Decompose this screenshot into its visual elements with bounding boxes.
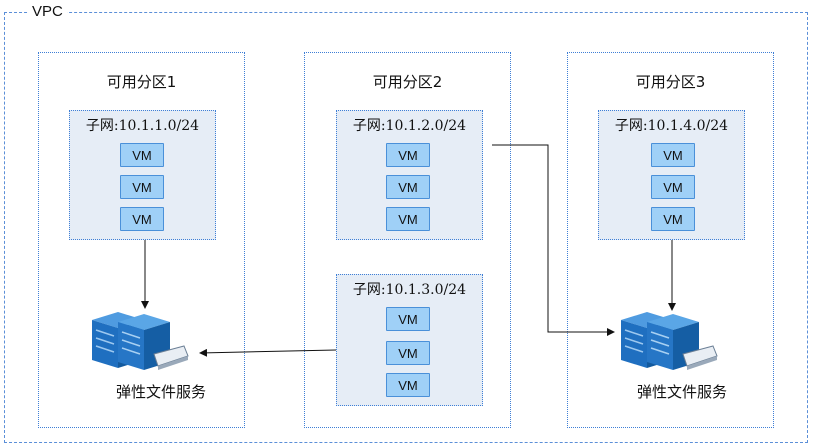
- vm-node: VM: [386, 373, 430, 397]
- vm-node: VM: [651, 207, 695, 231]
- vm-node: VM: [386, 207, 430, 231]
- link-subnet3-to-storage1: [199, 348, 337, 357]
- server-storage-icon: [92, 312, 189, 370]
- link-subnet2-to-storage3: [492, 144, 615, 336]
- vm-node: VM: [651, 175, 695, 199]
- vpc-label: VPC: [28, 3, 67, 20]
- vm-node: VM: [386, 143, 430, 167]
- vm-node: VM: [386, 307, 430, 331]
- vm-node: VM: [120, 207, 164, 231]
- subnet-title: 子网:10.1.3.0/24: [352, 282, 467, 298]
- vm-node: VM: [651, 143, 695, 167]
- subnet-title: 子网:10.1.1.0/24: [85, 118, 200, 134]
- zone-title: 可用分区3: [635, 73, 706, 91]
- zone-title: 可用分区2: [372, 73, 443, 91]
- vm-node: VM: [386, 341, 430, 365]
- vm-node: VM: [120, 143, 164, 167]
- zone-title: 可用分区1: [106, 73, 177, 91]
- vpc-boundary: [4, 12, 808, 443]
- vm-node: VM: [386, 175, 430, 199]
- storage-caption: 弹性文件服务: [116, 383, 207, 401]
- storage-caption: 弹性文件服务: [637, 383, 728, 401]
- subnet-title: 子网:10.1.4.0/24: [614, 118, 729, 134]
- vm-node: VM: [120, 175, 164, 199]
- subnet-title: 子网:10.1.2.0/24: [352, 118, 467, 134]
- server-storage-icon: [621, 312, 718, 370]
